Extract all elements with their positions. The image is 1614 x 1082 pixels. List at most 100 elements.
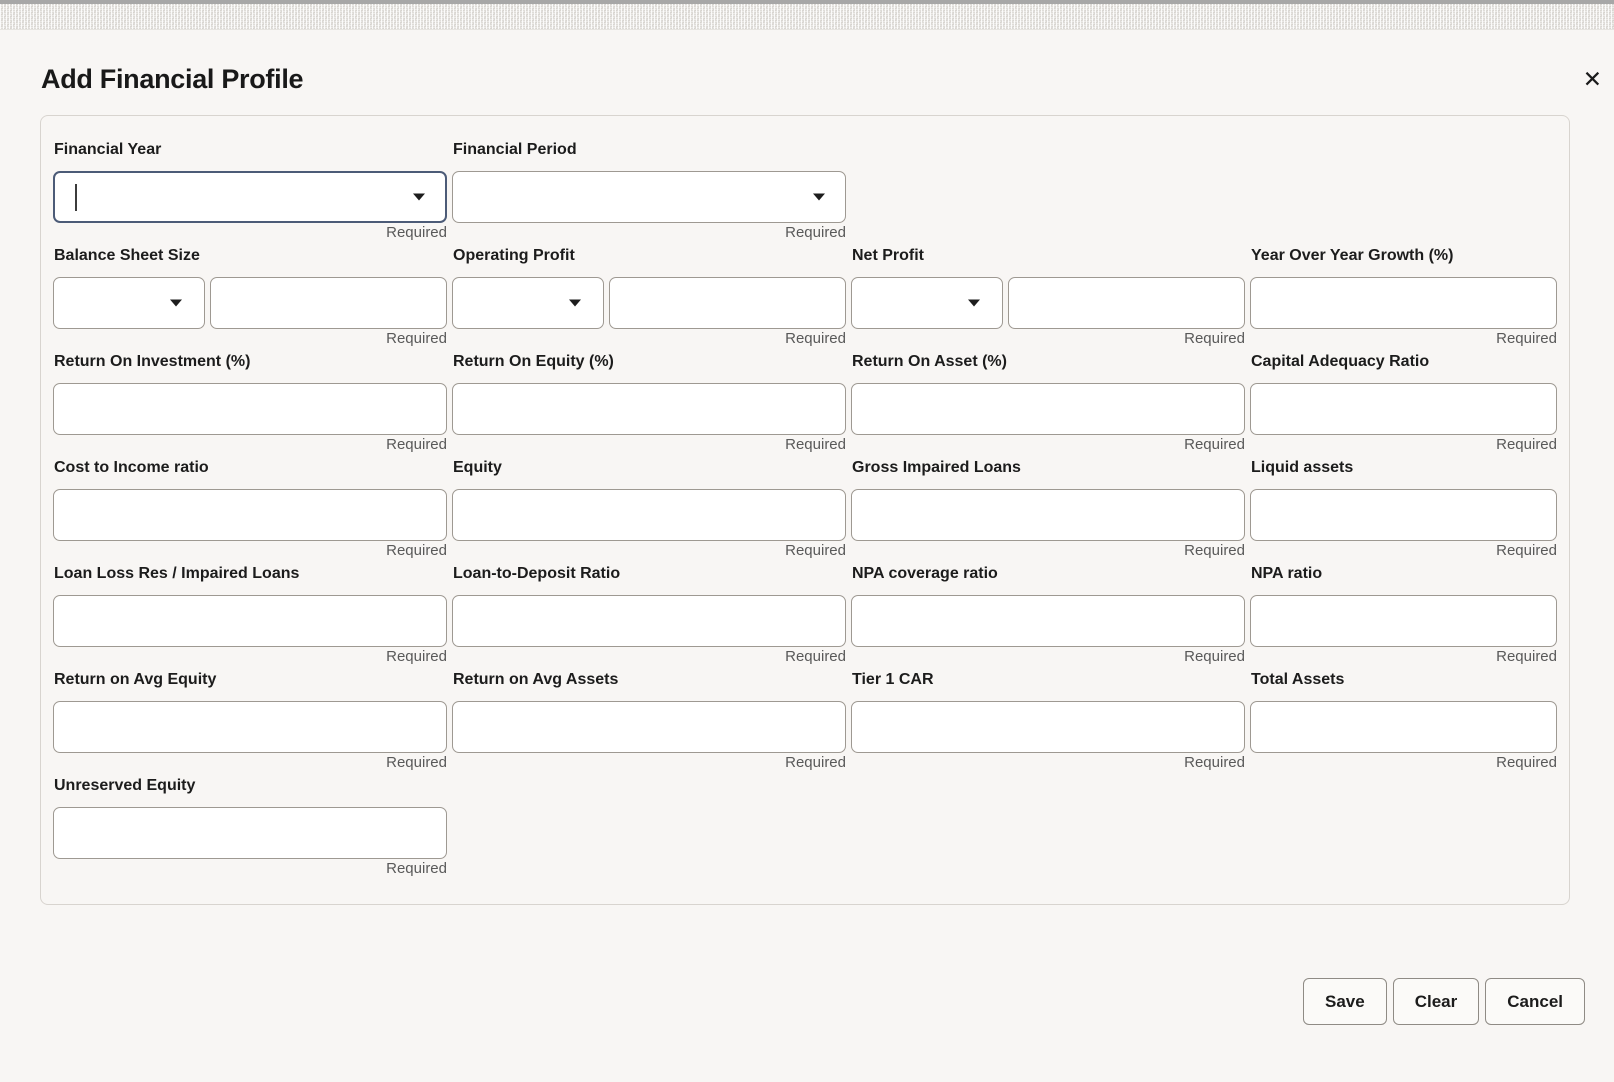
year-over-year-growth-field: Year Over Year Growth (%) Required: [1250, 246, 1557, 347]
loan-to-deposit-ratio-label: Loan-to-Deposit Ratio: [453, 565, 621, 582]
gross-impaired-loans-input[interactable]: [851, 489, 1245, 541]
empty-cell: [851, 140, 1245, 241]
loan-loss-res-impaired-loans-input[interactable]: [53, 595, 447, 647]
financial-year-control-row: [53, 171, 447, 223]
background-texture-band: [0, 4, 1614, 30]
net-profit-input[interactable]: [1008, 277, 1245, 329]
balance-sheet-size-control-row: [53, 277, 447, 329]
year-over-year-growth-required-hint: Required: [1496, 330, 1557, 347]
gross-impaired-loans-required-hint: Required: [1184, 542, 1245, 559]
caret-down-icon[interactable]: [569, 299, 581, 307]
year-over-year-growth-input[interactable]: [1250, 277, 1557, 329]
return-on-asset-input[interactable]: [851, 383, 1245, 435]
npa-ratio-required-hint: Required: [1496, 648, 1557, 665]
loan-loss-res-impaired-loans-label: Loan Loss Res / Impaired Loans: [54, 565, 300, 582]
caret-down-icon[interactable]: [968, 299, 980, 307]
operating-profit-label: Operating Profit: [453, 247, 575, 264]
empty-cell: [851, 776, 1245, 877]
liquid-assets-control-row: [1250, 489, 1557, 541]
financial-year-dropdown[interactable]: [53, 171, 447, 223]
gross-impaired-loans-label: Gross Impaired Loans: [852, 459, 1021, 476]
liquid-assets-required-hint: Required: [1496, 542, 1557, 559]
liquid-assets-input[interactable]: [1250, 489, 1557, 541]
npa-ratio-input[interactable]: [1250, 595, 1557, 647]
return-on-asset-field: Return On Asset (%)Required: [851, 352, 1245, 453]
save-button[interactable]: Save: [1303, 978, 1387, 1025]
npa-ratio-control-row: [1250, 595, 1557, 647]
operating-profit-unit-dropdown[interactable]: [452, 277, 604, 329]
return-on-asset-control-row: [851, 383, 1245, 435]
total-assets-required-hint: Required: [1496, 754, 1557, 771]
empty-cell: [1250, 776, 1557, 877]
cost-to-income-ratio-required-hint: Required: [386, 542, 447, 559]
npa-coverage-ratio-input[interactable]: [851, 595, 1245, 647]
return-on-investment-label: Return On Investment (%): [54, 353, 251, 370]
caret-down-icon[interactable]: [813, 193, 825, 201]
net-profit-control-row: [851, 277, 1245, 329]
return-on-avg-assets-label: Return on Avg Assets: [453, 671, 619, 688]
return-on-avg-equity-input[interactable]: [53, 701, 447, 753]
cost-to-income-ratio-label: Cost to Income ratio: [54, 459, 209, 476]
caret-down-icon[interactable]: [170, 299, 182, 307]
caret-down-icon[interactable]: [413, 193, 425, 201]
close-icon[interactable]: ✕: [1582, 66, 1602, 92]
equity-required-hint: Required: [785, 542, 846, 559]
total-assets-input[interactable]: [1250, 701, 1557, 753]
window-top-strip: [0, 0, 1614, 4]
return-on-asset-required-hint: Required: [1184, 436, 1245, 453]
operating-profit-required-hint: Required: [785, 330, 846, 347]
year-over-year-growth-control-row: [1250, 277, 1557, 329]
equity-input[interactable]: [452, 489, 846, 541]
return-on-avg-equity-control-row: [53, 701, 447, 753]
return-on-avg-assets-input[interactable]: [452, 701, 846, 753]
tier-1-car-input[interactable]: [851, 701, 1245, 753]
capital-adequacy-ratio-control-row: [1250, 383, 1557, 435]
capital-adequacy-ratio-required-hint: Required: [1496, 436, 1557, 453]
financial-period-dropdown[interactable]: [452, 171, 846, 223]
financial-period-label: Financial Period: [453, 141, 577, 158]
balance-sheet-size-input[interactable]: [210, 277, 447, 329]
unreserved-equity-input[interactable]: [53, 807, 447, 859]
loan-loss-res-impaired-loans-control-row: [53, 595, 447, 647]
financial-period-required-hint: Required: [785, 224, 846, 241]
cost-to-income-ratio-control-row: [53, 489, 447, 541]
net-profit-required-hint: Required: [1184, 330, 1245, 347]
net-profit-unit-dropdown[interactable]: [851, 277, 1003, 329]
balance-sheet-size-label: Balance Sheet Size: [54, 247, 200, 264]
clear-button[interactable]: Clear: [1392, 978, 1480, 1025]
cost-to-income-ratio-input[interactable]: [53, 489, 447, 541]
tier-1-car-required-hint: Required: [1184, 754, 1245, 771]
year-over-year-growth-label: Year Over Year Growth (%): [1251, 247, 1454, 264]
financial-year-required-hint: Required: [386, 224, 447, 241]
capital-adequacy-ratio-input[interactable]: [1250, 383, 1557, 435]
return-on-avg-equity-label: Return on Avg Equity: [54, 671, 217, 688]
return-on-investment-control-row: [53, 383, 447, 435]
npa-coverage-ratio-required-hint: Required: [1184, 648, 1245, 665]
operating-profit-input[interactable]: [609, 277, 846, 329]
total-assets-control-row: [1250, 701, 1557, 753]
return-on-equity-control-row: [452, 383, 846, 435]
npa-coverage-ratio-control-row: [851, 595, 1245, 647]
return-on-investment-input[interactable]: [53, 383, 447, 435]
return-on-equity-label: Return On Equity (%): [453, 353, 614, 370]
footer-actions: Save Clear Cancel: [0, 978, 1585, 1025]
return-on-equity-input[interactable]: [452, 383, 846, 435]
loan-to-deposit-ratio-input[interactable]: [452, 595, 846, 647]
return-on-equity-required-hint: Required: [785, 436, 846, 453]
capital-adequacy-ratio-label: Capital Adequacy Ratio: [1251, 353, 1430, 370]
balance-sheet-size-unit-dropdown[interactable]: [53, 277, 205, 329]
operating-profit-control-row: [452, 277, 846, 329]
cancel-button[interactable]: Cancel: [1485, 978, 1585, 1025]
